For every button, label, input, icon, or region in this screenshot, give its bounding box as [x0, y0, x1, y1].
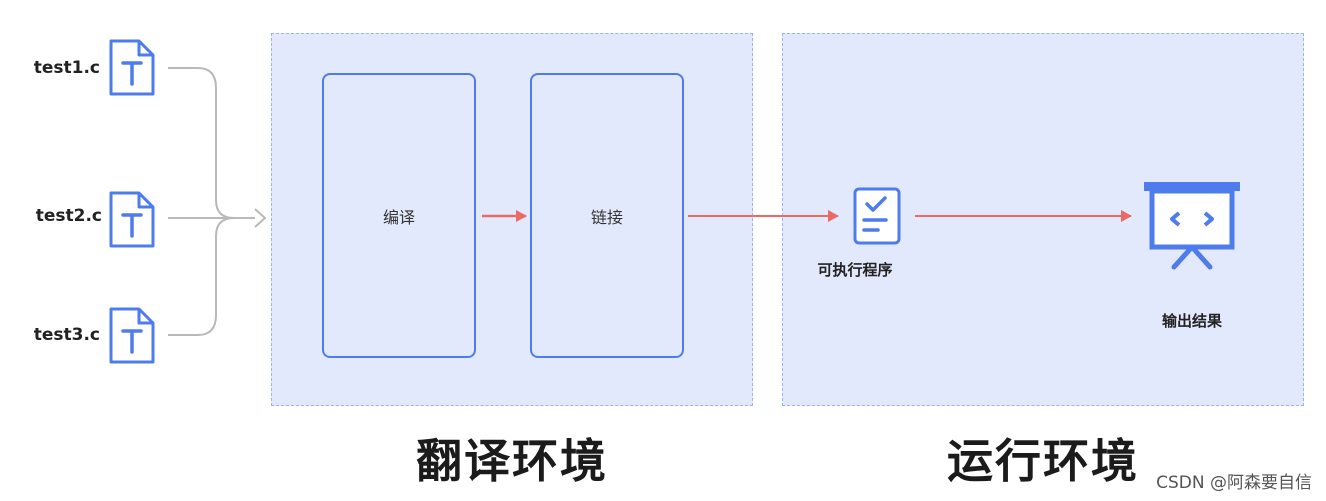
translation-environment-region — [271, 33, 753, 406]
file-label-test3: test3.c — [33, 325, 100, 345]
compile-label: 编译 — [382, 207, 415, 227]
output-label: 输出结果 — [1161, 312, 1222, 330]
link-label: 链接 — [590, 207, 623, 227]
checklist-document-icon — [853, 187, 901, 245]
connector-test1 — [168, 67, 235, 219]
text-file-icon — [109, 39, 155, 96]
file-label-test1: test1.c — [33, 58, 100, 78]
text-file-icon — [109, 191, 155, 248]
merge-arrowhead — [254, 208, 267, 228]
compile-box: 编译 — [322, 73, 476, 358]
file-label-test2: test2.c — [35, 206, 102, 226]
runtime-environment-title: 运行环境 — [947, 434, 1139, 488]
executable-label: 可执行程序 — [817, 261, 893, 279]
link-box: 链接 — [530, 73, 684, 358]
presentation-screen-icon — [1144, 182, 1240, 270]
csdn-watermark: CSDN @阿森要自信 — [1156, 473, 1312, 493]
connector-test3 — [168, 217, 235, 336]
translation-environment-title: 翻译环境 — [416, 434, 608, 488]
text-file-icon — [109, 307, 155, 364]
